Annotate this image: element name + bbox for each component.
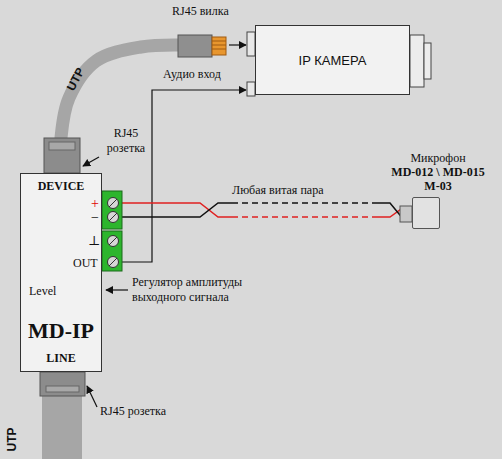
port-label: DEVICE bbox=[21, 179, 101, 193]
device-name: IP КАМЕРА bbox=[256, 54, 409, 68]
callout-label: RJ45 розетка bbox=[100, 404, 166, 419]
port-label: LINE bbox=[21, 351, 101, 365]
camera-box: IP КАМЕРА bbox=[255, 25, 410, 95]
utp-cable bbox=[60, 45, 246, 173]
leader-arrow bbox=[87, 386, 97, 407]
audio-wire bbox=[102, 90, 246, 262]
utp-cable bbox=[42, 396, 82, 459]
callout-label: UTP bbox=[5, 428, 20, 452]
leader-arrow bbox=[83, 157, 99, 166]
connector-label: UTP bbox=[64, 65, 89, 93]
callout-label: Регулятор амплитуды выходного сигнала bbox=[132, 275, 260, 305]
pin-label: + bbox=[91, 197, 99, 211]
connector-line bbox=[229, 44, 246, 45]
microphone-body: МикрофонMD-012 \ MD-015M-03 bbox=[412, 197, 440, 229]
microphone-capsule bbox=[400, 206, 412, 222]
connector-line bbox=[102, 90, 246, 262]
connector-line bbox=[232, 202, 378, 204]
pin-label: − bbox=[91, 211, 99, 225]
terminal-block bbox=[102, 191, 122, 271]
connector-label: Любая витая пара bbox=[232, 183, 323, 198]
pin-label: ⊥ bbox=[88, 234, 100, 248]
device-heading: Микрофон bbox=[383, 151, 493, 165]
twisted-pair bbox=[102, 203, 412, 220]
device-box: DEVICE +− ⊥ OUT LevelMD-IP LINE bbox=[20, 173, 102, 372]
rj45-plug bbox=[178, 35, 226, 57]
rj45-socket bbox=[44, 138, 80, 173]
callout-label: RJ45 вилка bbox=[172, 4, 229, 19]
rj45-socket bbox=[40, 372, 85, 396]
control-label: Level bbox=[29, 284, 56, 298]
model-name: MD-012 \ MD-015 bbox=[383, 165, 493, 179]
connector-label: Аудио вход bbox=[163, 67, 221, 82]
pin-label: OUT bbox=[73, 256, 98, 270]
connector-line bbox=[232, 216, 378, 218]
leader-arrow bbox=[106, 289, 128, 290]
model-name: M-03 bbox=[383, 179, 493, 193]
callout-label: RJ45 розетка bbox=[99, 126, 153, 156]
device-name: MD-IP bbox=[21, 318, 101, 344]
